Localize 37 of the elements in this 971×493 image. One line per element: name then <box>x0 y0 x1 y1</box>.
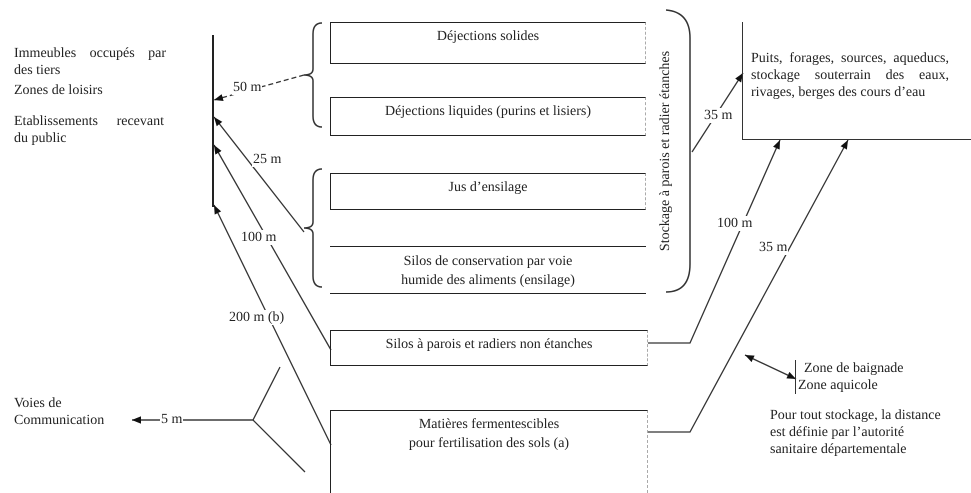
distance-arrow <box>213 204 332 446</box>
zone-label: Zone aquicole <box>798 377 879 394</box>
box-label: Matières fermentescibles pour fertilisation des sols (a) <box>408 416 570 453</box>
target-label: Immeubles occupés par des tiers <box>14 45 166 79</box>
storage-box <box>330 330 648 366</box>
distance-arrow <box>648 140 781 344</box>
water-resources-box <box>742 22 971 140</box>
target-group-bar <box>14 35 214 207</box>
storage-box <box>330 246 646 294</box>
distance-arrow <box>648 140 849 433</box>
edge-label: 100 m <box>716 216 754 231</box>
target-label: Etablissements recevant du public <box>14 113 164 147</box>
note-text: Pour tout stockage, la distance est définie par l’autorité sanitaire départementale <box>770 407 942 458</box>
zone-label: Zone de baignade <box>803 360 905 377</box>
edge-label: 200 m (b) <box>228 310 286 325</box>
storage-box <box>330 22 646 64</box>
edge-label: 25 m <box>252 152 282 167</box>
distance-arrow <box>132 416 306 472</box>
distance-arrow <box>213 144 332 350</box>
distance-arrow <box>744 354 796 380</box>
box-label: Silos à parois et radiers non étanches <box>384 336 594 354</box>
node-label: Voies de Communication <box>14 395 106 429</box>
edge-label: 100 m <box>240 230 278 245</box>
vertical-label: Stockage à parois et radier étanches <box>658 50 674 252</box>
target-label: Zones de loisirs <box>14 82 104 99</box>
edge-label: 50 m <box>232 80 262 95</box>
box-label: Puits, forages, sources, aqueducs, stockage souterrain des eaux, rivages, berges des cours d’eau <box>751 50 949 101</box>
box-label: Jus d’ensilage <box>448 179 528 197</box>
distance-arrow <box>213 116 305 232</box>
storage-box <box>330 410 648 493</box>
edge-label: 35 m <box>703 108 734 123</box>
box-label: Silos de conservation par voie humide des aliments (ensilage) <box>400 253 576 290</box>
storage-box <box>330 97 646 136</box>
box-label: Déjections solides <box>436 28 540 46</box>
storage-box <box>330 173 646 210</box>
box-label: Déjections liquides (purins et lisiers) <box>384 103 592 121</box>
edge-label: 35 m <box>758 240 788 255</box>
